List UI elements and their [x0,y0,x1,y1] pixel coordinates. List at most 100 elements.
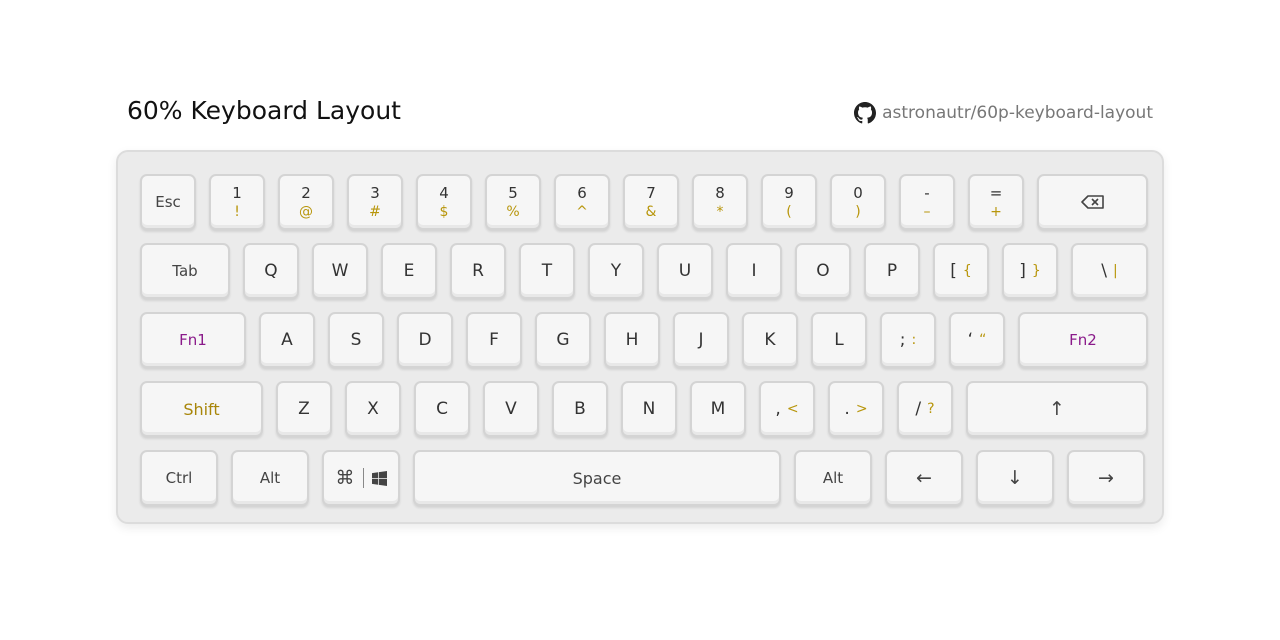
key-x[interactable]: X [345,381,401,437]
key-quote[interactable]: ‘“ [949,312,1005,368]
key-label: Fn2 [1069,331,1097,349]
key-equals[interactable]: =+ [968,174,1024,230]
key-8[interactable]: 8* [692,174,748,230]
key-ctrl[interactable]: Ctrl [140,450,218,506]
key-arrow-left[interactable]: ← [885,450,963,506]
key-shift-label: * [716,203,724,220]
key-label: Shift [183,399,220,419]
key-label: I [751,261,757,281]
key-arrow-up[interactable]: ↑ [966,381,1148,437]
key-fn2[interactable]: Fn2 [1018,312,1148,368]
key-slash[interactable]: /? [897,381,953,437]
key-y[interactable]: Y [588,243,644,299]
key-bracket-right[interactable]: ]} [1002,243,1058,299]
key-6[interactable]: 6^ [554,174,610,230]
key-1[interactable]: 1! [209,174,265,230]
key-r[interactable]: R [450,243,506,299]
key-cmd-win[interactable]: ⌘ [322,450,400,506]
repo-link[interactable]: astronautr/60p-keyboard-layout [854,102,1153,124]
key-label: Fn1 [179,331,207,349]
key-3[interactable]: 3# [347,174,403,230]
key-minus[interactable]: -– [899,174,955,230]
arrow-left-icon: ← [916,467,932,489]
key-tab[interactable]: Tab [140,243,230,299]
key-esc[interactable]: Esc [140,174,196,230]
key-shift-left[interactable]: Shift [140,381,263,437]
key-label: [ [950,261,957,281]
key-a[interactable]: A [259,312,315,368]
key-label: / [915,399,922,419]
key-2[interactable]: 2@ [278,174,334,230]
key-label: 0 [853,183,863,202]
key-m[interactable]: M [690,381,746,437]
key-d[interactable]: D [397,312,453,368]
key-label: D [418,330,432,350]
key-label: J [698,330,704,350]
key-space[interactable]: Space [413,450,781,506]
key-semicolon[interactable]: ;: [880,312,936,368]
key-p[interactable]: P [864,243,920,299]
key-shift-label: + [990,203,1002,220]
key-label: X [367,399,379,419]
key-period[interactable]: .> [828,381,884,437]
key-fn1[interactable]: Fn1 [140,312,246,368]
key-k[interactable]: K [742,312,798,368]
key-label: F [489,330,499,350]
key-backslash[interactable]: \| [1071,243,1148,299]
key-u[interactable]: U [657,243,713,299]
key-b[interactable]: B [552,381,608,437]
number-row: Esc 1! 2@ 3# 4$ 5% 6^ 7& 8* 9( 0) -– =+ [140,174,1148,230]
key-label: 1 [232,183,242,202]
key-4[interactable]: 4$ [416,174,472,230]
key-n[interactable]: N [621,381,677,437]
key-shift-label: { [962,263,972,279]
key-label: M [710,399,726,419]
key-q[interactable]: Q [243,243,299,299]
github-icon [854,102,877,124]
key-f[interactable]: F [466,312,522,368]
key-j[interactable]: J [673,312,729,368]
key-shift-label: ? [927,401,935,417]
key-shift-label: & [645,203,657,220]
arrow-down-icon: ↓ [1007,467,1023,489]
key-label: R [472,261,484,281]
key-arrow-down[interactable]: ↓ [976,450,1054,506]
key-label: = [989,183,1003,202]
key-label: - [924,183,930,202]
key-label: S [350,330,362,350]
key-7[interactable]: 7& [623,174,679,230]
key-shift-label: | [1113,263,1118,279]
key-v[interactable]: V [483,381,539,437]
key-comma[interactable]: ,< [759,381,815,437]
key-label: 7 [646,183,656,202]
key-alt-right[interactable]: Alt [794,450,872,506]
key-label: N [642,399,656,419]
key-9[interactable]: 9( [761,174,817,230]
key-w[interactable]: W [312,243,368,299]
key-g[interactable]: G [535,312,591,368]
key-backspace[interactable] [1037,174,1148,230]
keyboard: Esc 1! 2@ 3# 4$ 5% 6^ 7& 8* 9( 0) -– =+ … [116,150,1164,524]
key-o[interactable]: O [795,243,851,299]
backspace-icon [1080,195,1104,209]
cmd-win-legend: ⌘ [336,467,387,489]
key-label: 5 [508,183,518,202]
key-label: 4 [439,183,449,202]
key-5[interactable]: 5% [485,174,541,230]
key-shift-label: : [911,332,917,348]
key-0[interactable]: 0) [830,174,886,230]
key-l[interactable]: L [811,312,867,368]
key-s[interactable]: S [328,312,384,368]
key-shift-label: % [506,203,520,220]
key-arrow-right[interactable]: → [1067,450,1145,506]
key-bracket-left[interactable]: [{ [933,243,989,299]
key-i[interactable]: I [726,243,782,299]
key-z[interactable]: Z [276,381,332,437]
key-e[interactable]: E [381,243,437,299]
key-c[interactable]: C [414,381,470,437]
key-label: \ [1101,261,1107,281]
key-h[interactable]: H [604,312,660,368]
key-t[interactable]: T [519,243,575,299]
key-label: Esc [155,193,181,211]
key-alt-left[interactable]: Alt [231,450,309,506]
